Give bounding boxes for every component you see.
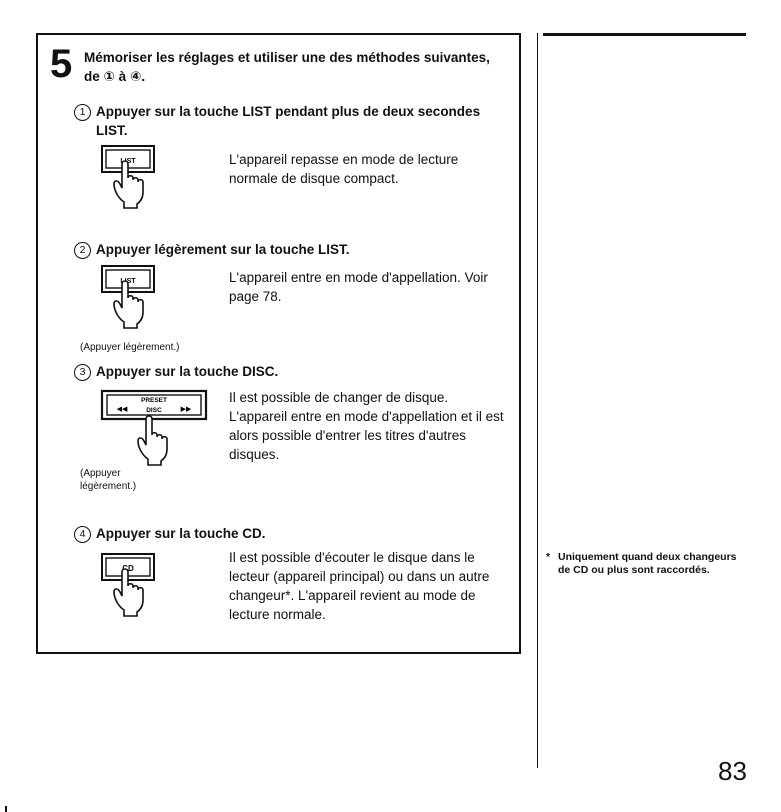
footnote-marker: * bbox=[546, 551, 551, 563]
column-divider bbox=[537, 33, 538, 768]
page-number: 83 bbox=[718, 756, 747, 786]
step-intro: Mémoriser les réglages et utiliser une d… bbox=[84, 50, 490, 84]
fast-forward-icon: ▶▶ bbox=[181, 405, 192, 413]
disc-button-press-icon: PRESET DISC ◀◀ ▶▶ bbox=[100, 389, 208, 466]
substep-caption-3: (Appuyer légèrement.) bbox=[80, 468, 137, 492]
list-button-light-press-icon: LIST bbox=[101, 265, 155, 329]
substep-title-4: Appuyer sur la touche CD. bbox=[96, 526, 266, 541]
substep-marker-1: 1 bbox=[74, 104, 91, 121]
corner-mark bbox=[5, 806, 7, 812]
substep-title-3: Appuyer sur la touche DISC. bbox=[96, 364, 279, 379]
substep-description-2: L'appareil entre en mode d'appellation. … bbox=[229, 270, 488, 304]
substep-description-1: L'appareil repasse en mode de lecture no… bbox=[229, 152, 459, 186]
rewind-icon: ◀◀ bbox=[117, 405, 128, 413]
substep-title-2: Appuyer légèrement sur la touche LIST. bbox=[96, 242, 350, 257]
substep-title-1: Appuyer sur la touche LIST pendant plus … bbox=[96, 104, 481, 138]
step-box bbox=[36, 33, 521, 654]
footnote: * Uniquement quand deux changeurs de CD … bbox=[546, 551, 746, 577]
substep-description-4: Il est possible d'écouter le disque dans… bbox=[229, 550, 490, 622]
cd-button-press-icon: CD bbox=[101, 553, 155, 617]
footnote-text: Uniquement quand deux changeurs de CD ou… bbox=[558, 551, 737, 576]
list-button-label: LIST bbox=[120, 158, 136, 165]
preset-label: PRESET bbox=[141, 397, 167, 404]
list-button-press-icon: LIST bbox=[101, 145, 155, 209]
substep-marker-4: 4 bbox=[74, 526, 91, 543]
step-number: 5 bbox=[50, 42, 73, 86]
substep-caption-2: (Appuyer légèrement.) bbox=[80, 342, 180, 353]
substep-marker-3: 3 bbox=[74, 364, 91, 381]
cd-button-label: CD bbox=[122, 564, 134, 573]
substep-marker-2: 2 bbox=[74, 242, 91, 259]
substep-description-3: Il est possible de changer de disque. L'… bbox=[229, 390, 504, 462]
column-top-rule bbox=[543, 33, 746, 36]
disc-button-label: DISC bbox=[146, 407, 162, 414]
list-button-label: LIST bbox=[120, 278, 136, 285]
